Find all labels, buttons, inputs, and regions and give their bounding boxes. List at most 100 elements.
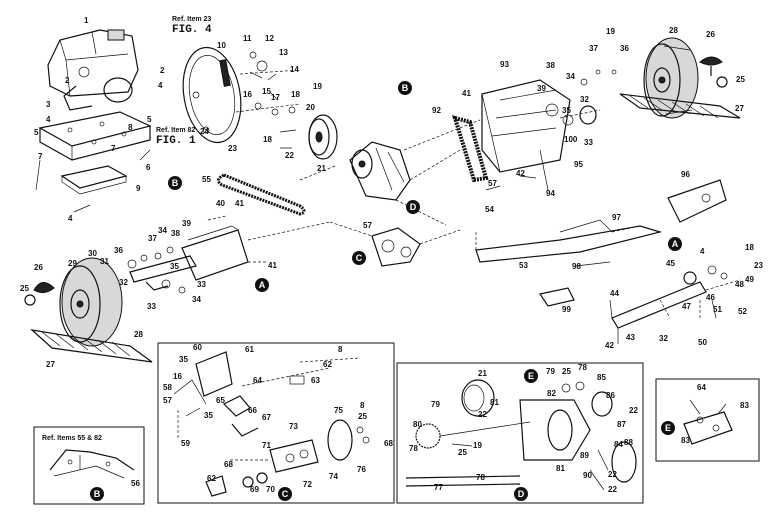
part-number-label: 27 — [735, 104, 744, 113]
inset-box-d — [396, 362, 644, 504]
part-number-label: 4 — [700, 247, 705, 256]
part-number-label: 68 — [224, 460, 233, 469]
part-number-label: 69 — [250, 485, 259, 494]
part-number-label: 78 — [409, 444, 418, 453]
part-number-label: 1 — [84, 16, 89, 25]
part-number-label: 64 — [253, 376, 262, 385]
part-number-label: 94 — [546, 189, 555, 198]
part-number-label: 21 — [317, 164, 326, 173]
part-number-label: 22 — [608, 470, 617, 479]
part-number-label: 95 — [574, 160, 583, 169]
callout-letter: A — [259, 280, 266, 290]
left-wheel-cap — [24, 282, 55, 306]
inset-c-parts — [173, 351, 370, 497]
part-number-label: 88 — [624, 438, 633, 447]
part-number-label: 54 — [485, 205, 494, 214]
part-number-label: 27 — [46, 360, 55, 369]
part-number-label: 36 — [114, 246, 123, 255]
callout-letter: B — [402, 83, 409, 93]
callout-circle — [406, 200, 420, 214]
part-number-label: 32 — [119, 278, 128, 287]
callout-letter: D — [518, 489, 525, 499]
callout-circle — [524, 369, 538, 383]
part-number-label: 62 — [323, 360, 332, 369]
part-number-label: 53 — [519, 261, 528, 270]
pulley-cover-disc — [182, 46, 301, 144]
part-number-label: 16 — [243, 90, 252, 99]
part-number-label: 19 — [473, 441, 482, 450]
callout-c-mid: C — [352, 251, 366, 265]
part-number-label: 75 — [334, 406, 343, 415]
part-number-label: 57 — [488, 179, 497, 188]
part-number-label: 87 — [617, 420, 626, 429]
part-number-label: 41 — [462, 89, 471, 98]
part-number-label: 35 — [170, 262, 179, 271]
inset-box-b — [33, 426, 145, 505]
left-axle-assembly — [127, 215, 331, 294]
part-number-label: 3 — [46, 100, 51, 109]
inset-box-c — [157, 342, 395, 504]
part-number-label: 59 — [181, 439, 190, 448]
part-number-label: 61 — [245, 345, 254, 354]
callout-circle — [255, 278, 269, 292]
fig1-label: FIG. 1 — [156, 135, 196, 147]
callout-b-box: B — [90, 487, 104, 501]
callout-circle — [398, 81, 412, 95]
part-number-label: 22 — [629, 406, 638, 415]
right-bracket-plate — [475, 179, 727, 267]
callout-letter: C — [356, 253, 363, 263]
fig4-ref-text: Ref. Item 23 — [172, 16, 211, 23]
part-number-label: 98 — [572, 262, 581, 271]
part-number-label: 65 — [216, 396, 225, 405]
part-number-label: 49 — [745, 275, 754, 284]
part-number-label: 67 — [262, 413, 271, 422]
part-number-label: 38 — [546, 61, 555, 70]
part-number-label: 35 — [179, 355, 188, 364]
callout-circle — [668, 237, 682, 251]
part-number-label: 55 — [202, 175, 211, 184]
part-number-label: 74 — [329, 472, 338, 481]
part-number-label: 100 — [564, 135, 578, 144]
part-number-label: 19 — [606, 27, 615, 36]
part-number-label: 8 — [128, 123, 133, 132]
part-number-label: 35 — [562, 106, 571, 115]
fig1-ref-text: Ref. Item 82 — [156, 127, 195, 134]
part-number-label: 22 — [285, 151, 294, 160]
inset-b-parts — [49, 449, 135, 479]
part-number-label: 25 — [358, 412, 367, 421]
callout-circle — [661, 421, 675, 435]
part-number-label: 36 — [620, 44, 629, 53]
part-number-label: 11 — [243, 34, 252, 43]
callout-a-left: A — [255, 278, 269, 292]
part-number-label: 5 — [34, 128, 39, 137]
part-number-label: 46 — [706, 293, 715, 302]
part-number-label: 28 — [134, 330, 143, 339]
callout-letter: A — [672, 239, 679, 249]
part-number-label: 57 — [363, 221, 372, 230]
callout-e-right: E — [661, 421, 675, 435]
part-number-label: 52 — [738, 307, 747, 316]
part-number-label: 18 — [745, 243, 754, 252]
drive-pulley — [279, 114, 338, 160]
part-number-label: 17 — [271, 93, 280, 102]
part-number-label: 22 — [478, 410, 487, 419]
callout-circle — [352, 251, 366, 265]
callout-d-box: D — [514, 487, 528, 501]
part-number-label: 42 — [605, 341, 614, 350]
part-number-label: 37 — [589, 44, 598, 53]
part-number-label: 42 — [516, 169, 525, 178]
part-number-label: 33 — [147, 302, 156, 311]
part-number-label: 70 — [266, 485, 275, 494]
part-number-label: 4 — [68, 214, 73, 223]
part-number-label: 57 — [163, 396, 172, 405]
part-number-label: 97 — [612, 213, 621, 222]
part-number-label: 31 — [100, 257, 109, 266]
inset-d-parts — [405, 379, 637, 491]
main-frame — [409, 69, 617, 191]
part-number-label: 19 — [313, 82, 322, 91]
part-number-label: 73 — [289, 422, 298, 431]
callout-circle — [168, 176, 182, 190]
part-number-label: 33 — [584, 138, 593, 147]
inset-b-ref-text: Ref. Items 55 & 82 — [42, 435, 102, 442]
